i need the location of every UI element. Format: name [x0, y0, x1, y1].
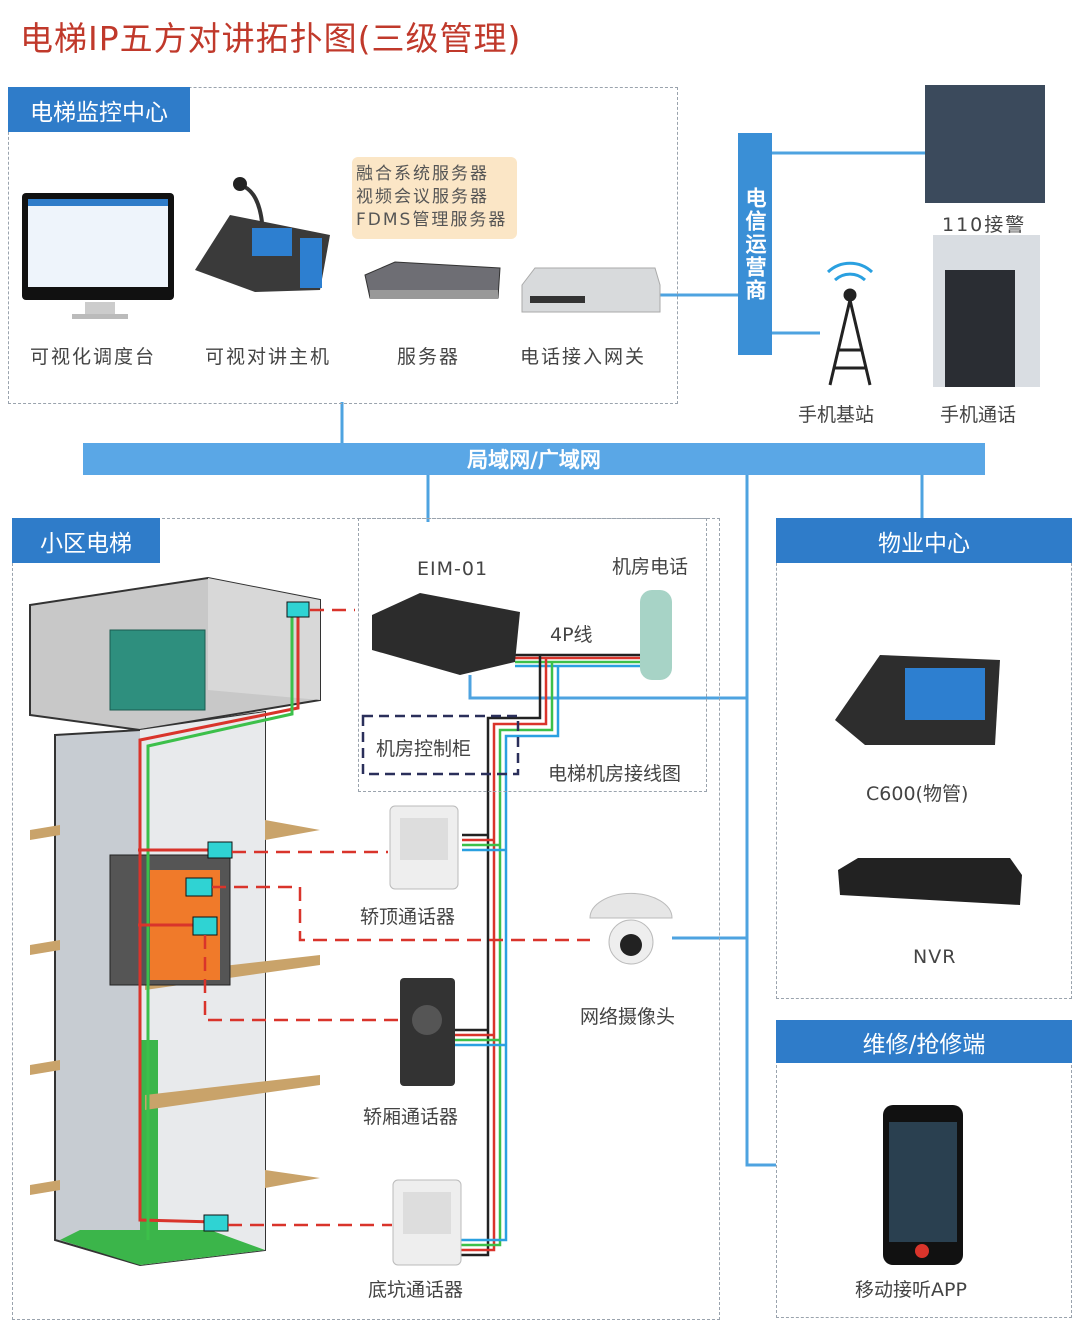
repair-box	[776, 1020, 1072, 1318]
server-note-line: 融合系统服务器	[356, 164, 489, 184]
server-note-line: 视频会议服务器	[356, 187, 489, 207]
monitor-center-header: 电梯监控中心	[8, 87, 190, 132]
nvr-icon	[838, 858, 1022, 905]
cabinet-outline	[361, 714, 520, 776]
machine-room-box	[358, 518, 707, 792]
pit-intercom-icon	[392, 1179, 462, 1266]
mobile-app-phone-icon	[883, 1105, 963, 1265]
elevator-shaft-illustration	[29, 576, 321, 1267]
carrier-bar: 电信运营商	[738, 133, 772, 355]
device-label: 服务器	[397, 346, 461, 368]
repair-header: 维修/抢修端	[776, 1020, 1072, 1063]
server-note-line: FDMS管理服务器	[356, 210, 508, 230]
camera-label: 网络摄像头	[580, 1006, 676, 1028]
eim-01-device-icon	[372, 593, 520, 675]
police-photo	[925, 85, 1045, 203]
device-label: 可视化调度台	[30, 346, 157, 368]
cable-label: 4P线	[550, 624, 593, 646]
community-elevator-header: 小区电梯	[12, 518, 160, 563]
cell-tower-icon	[826, 261, 874, 386]
intercom-label: 轿顶通话器	[360, 906, 456, 928]
red-dashed-links	[203, 608, 590, 1227]
network-lines	[340, 151, 925, 1167]
tower-label: 手机基站	[798, 404, 875, 426]
device-label: 可视对讲主机	[205, 346, 332, 368]
cabinet-label: 机房控制柜	[376, 738, 472, 760]
4p-wires	[455, 653, 655, 1257]
nvr-label: NVR	[913, 946, 957, 968]
network-camera-icon	[589, 892, 673, 965]
machine-room-phone-label: 机房电话	[612, 556, 689, 578]
page-title: 电梯IP五方对讲拓扑图(三级管理)	[20, 19, 522, 58]
server-note: 融合系统服务器 视频会议服务器 FDMS管理服务器	[352, 157, 517, 239]
police-label: 110接警	[942, 214, 1027, 236]
mobile-app-label: 移动接听APP	[855, 1279, 967, 1301]
device-label: 电话接入网关	[520, 346, 647, 368]
video-intercom-host-icon	[195, 177, 330, 292]
c600-phone-icon	[835, 655, 1000, 745]
machine-room-phone-icon	[640, 590, 672, 680]
lan-wan-bar: 局域网/广域网	[83, 443, 985, 475]
intercom-label: 底坑通话器	[368, 1279, 464, 1301]
c600-label: C600(物管)	[866, 783, 969, 805]
machine-room-caption: 电梯机房接线图	[548, 763, 682, 785]
intercom-label: 轿厢通话器	[363, 1106, 459, 1128]
property-center-box	[776, 518, 1072, 999]
eim-label: EIM-01	[417, 558, 489, 580]
car-top-intercom-icon	[389, 805, 459, 890]
server-icon	[364, 261, 501, 299]
monitor-center-box	[8, 87, 678, 404]
property-center-header: 物业中心	[776, 518, 1072, 563]
phone-gateway-icon	[521, 267, 661, 313]
dispatch-monitor-icon	[22, 193, 174, 319]
mobile-call-label: 手机通话	[940, 404, 1017, 426]
car-intercom-icon	[400, 978, 455, 1086]
